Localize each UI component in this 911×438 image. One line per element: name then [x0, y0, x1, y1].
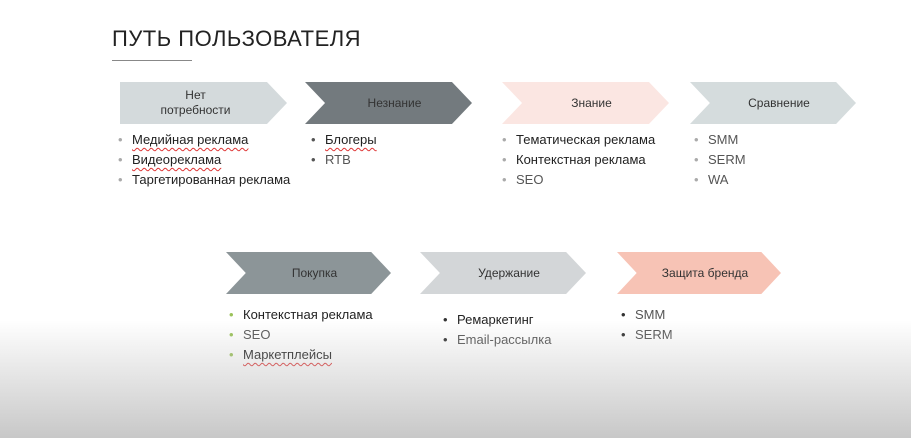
stage-label: Покупка: [291, 265, 338, 280]
list-item: Маркетплейсы: [229, 345, 373, 365]
stage-unawareness: Незнание: [305, 82, 472, 124]
stage-awareness: Знание: [502, 82, 669, 124]
list-item: Ремаркетинг: [443, 310, 551, 330]
stage-unawareness-list: Блогеры RTB: [311, 130, 377, 170]
list-item: Таргетированная реклама: [118, 170, 290, 190]
list-item: SERM: [621, 325, 673, 345]
list-item: SMM: [621, 305, 673, 325]
stage-label: Нет потребности: [160, 88, 231, 117]
stage-purchase-list: Контекстная реклама SEO Маркетплейсы: [229, 305, 373, 365]
list-item: Email-рассылка: [443, 330, 551, 350]
stage-label: Незнание: [367, 95, 422, 110]
list-item: Контекстная реклама: [502, 150, 655, 170]
stage-comparison-list: SMM SERM WA: [694, 130, 746, 190]
stage-brand-protection: Защита бренда: [617, 252, 781, 294]
list-item: Медийная реклама: [118, 130, 290, 150]
stage-label: Сравнение: [748, 95, 810, 110]
list-item: WA: [694, 170, 746, 190]
stage-no-need-list: Медийная реклама Видеореклама Таргетиров…: [118, 130, 290, 190]
list-item: Тематическая реклама: [502, 130, 655, 150]
list-item: Блогеры: [311, 130, 377, 150]
stage-awareness-list: Тематическая реклама Контекстная реклама…: [502, 130, 655, 190]
stage-retention: Удержание: [420, 252, 586, 294]
list-item: Видеореклама: [118, 150, 290, 170]
list-item: Контекстная реклама: [229, 305, 373, 325]
list-item: SMM: [694, 130, 746, 150]
stage-label: Знание: [571, 95, 612, 110]
stage-label: Удержание: [478, 265, 540, 280]
stage-retention-list: Ремаркетинг Email-рассылка: [443, 310, 551, 350]
list-item: SEO: [229, 325, 373, 345]
stage-purchase: Покупка: [226, 252, 391, 294]
stage-comparison: Сравнение: [690, 82, 856, 124]
stage-no-need: Нет потребности: [120, 82, 287, 124]
title-underline: [112, 60, 192, 61]
list-item: RTB: [311, 150, 377, 170]
stage-label: Защита бренда: [661, 265, 749, 280]
page-title: ПУТЬ ПОЛЬЗОВАТЕЛЯ: [112, 26, 362, 51]
stage-brand-protection-list: SMM SERM: [621, 305, 673, 345]
list-item: SERM: [694, 150, 746, 170]
list-item: SEO: [502, 170, 655, 190]
